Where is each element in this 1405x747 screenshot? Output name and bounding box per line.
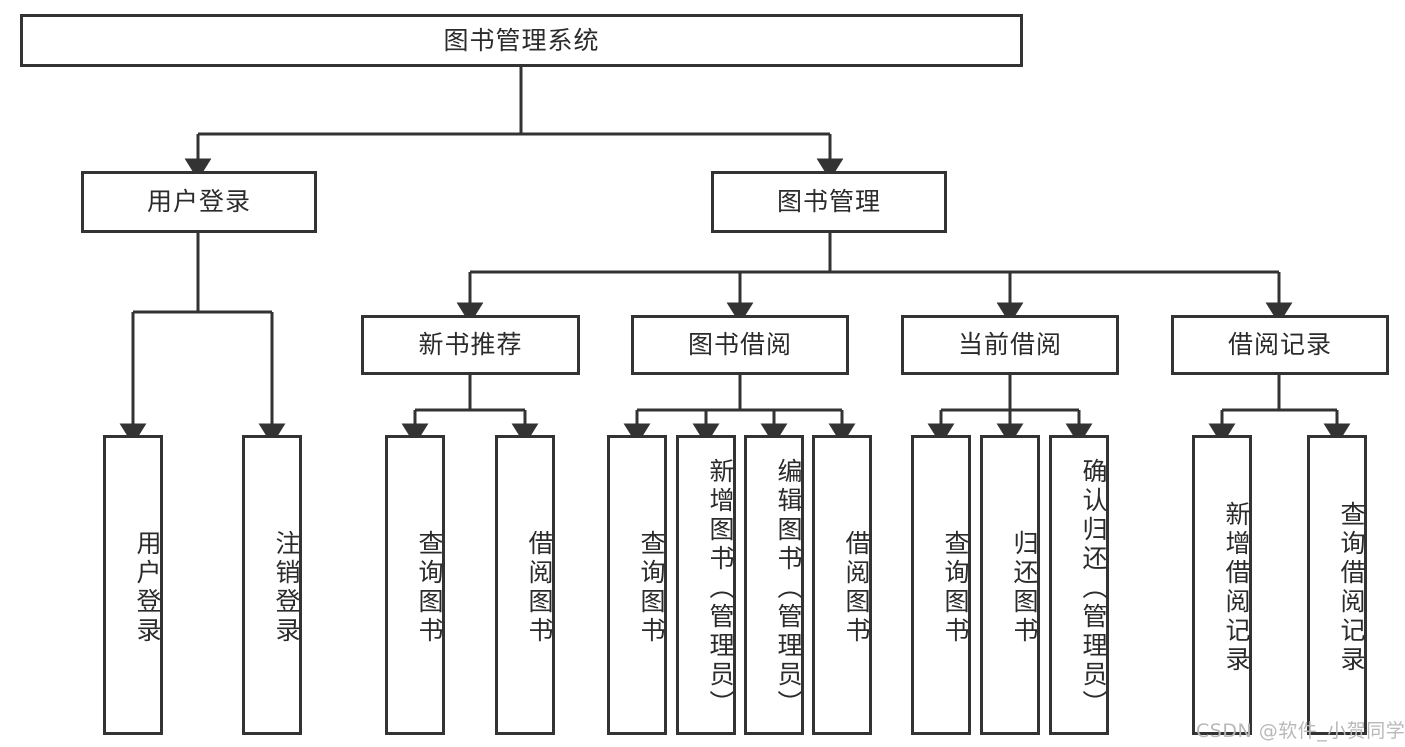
node-root-label: 图书管理系统 [443, 25, 600, 55]
node-user-login[interactable]: 用户登录 [81, 171, 317, 233]
csdn-watermark: CSDN @软件_小贺同学 [1196, 720, 1405, 742]
node-leaf-user-login[interactable]: 用户登录 [103, 435, 163, 735]
node-leaf-borrow-book-b[interactable]: 借阅图书 [812, 435, 872, 735]
node-leaf-logout-login-label: 注销登录 [272, 530, 301, 646]
node-new-book-recommend[interactable]: 新书推荐 [361, 315, 580, 375]
node-borrow-record[interactable]: 借阅记录 [1171, 315, 1389, 375]
node-leaf-edit-book-label: 编辑图书（管理员） [774, 457, 803, 719]
node-leaf-query-book-c-label: 查询图书 [941, 530, 970, 646]
node-leaf-add-record-label: 新增借阅记录 [1222, 501, 1251, 675]
node-user-login-label: 用户登录 [146, 187, 251, 217]
node-leaf-borrow-book-a-label: 借阅图书 [525, 530, 554, 646]
node-leaf-borrow-book-a[interactable]: 借阅图书 [495, 435, 555, 735]
node-leaf-add-book-label: 新增图书（管理员） [706, 457, 735, 719]
node-borrow-record-label: 借阅记录 [1227, 330, 1332, 360]
node-leaf-return-book-label: 归还图书 [1010, 530, 1039, 646]
node-leaf-query-book-a-label: 查询图书 [415, 530, 444, 646]
node-leaf-edit-book[interactable]: 编辑图书（管理员） [744, 435, 804, 735]
node-leaf-query-book-b[interactable]: 查询图书 [607, 435, 667, 735]
node-book-management[interactable]: 图书管理 [711, 171, 947, 233]
node-leaf-borrow-book-b-label: 借阅图书 [842, 530, 871, 646]
node-root[interactable]: 图书管理系统 [20, 14, 1023, 67]
node-new-book-recommend-label: 新书推荐 [418, 330, 523, 360]
node-leaf-return-book[interactable]: 归还图书 [980, 435, 1040, 735]
node-leaf-query-record-label: 查询借阅记录 [1337, 501, 1366, 675]
node-leaf-query-book-c[interactable]: 查询图书 [911, 435, 971, 735]
node-leaf-query-record[interactable]: 查询借阅记录 [1307, 435, 1367, 735]
node-leaf-logout-login[interactable]: 注销登录 [242, 435, 302, 735]
node-leaf-query-book-a[interactable]: 查询图书 [385, 435, 445, 735]
node-book-management-label: 图书管理 [776, 187, 881, 217]
node-book-borrow[interactable]: 图书借阅 [631, 315, 849, 375]
node-leaf-user-login-label: 用户登录 [133, 530, 162, 646]
node-leaf-confirm-return-label: 确认归还（管理员） [1079, 457, 1108, 719]
node-leaf-confirm-return[interactable]: 确认归还（管理员） [1049, 435, 1109, 735]
node-current-borrow-label: 当前借阅 [957, 330, 1062, 360]
node-leaf-add-record[interactable]: 新增借阅记录 [1192, 435, 1252, 735]
node-book-borrow-label: 图书借阅 [687, 330, 792, 360]
node-leaf-add-book[interactable]: 新增图书（管理员） [676, 435, 736, 735]
node-current-borrow[interactable]: 当前借阅 [901, 315, 1119, 375]
node-leaf-query-book-b-label: 查询图书 [637, 530, 666, 646]
